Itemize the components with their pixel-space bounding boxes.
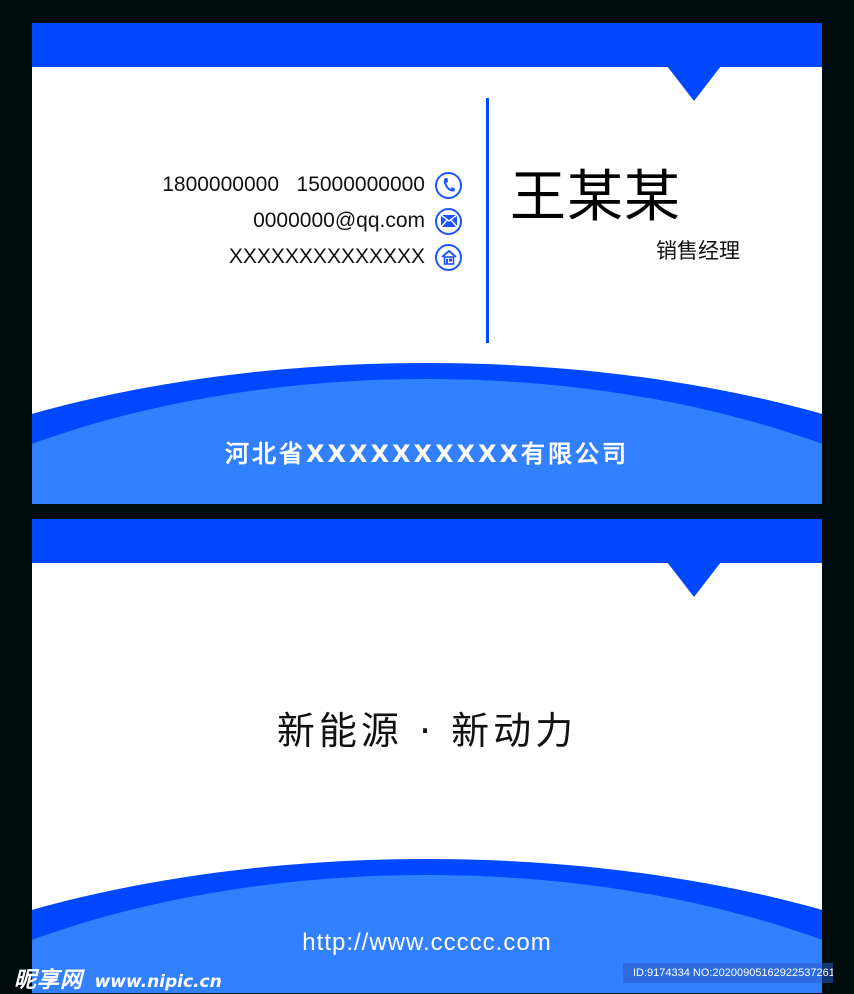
watermark-id: ID:9174334 NO:20200905162922537261 (623, 963, 833, 983)
phone-numbers: 1800000000 15000000000 (162, 173, 425, 196)
vertical-divider (486, 98, 489, 343)
envelope-icon (435, 207, 462, 235)
person-name: 王某某 (510, 165, 681, 230)
watermark-brand: 昵享网 (14, 968, 84, 993)
address-text: XXXXXXXXXXXXXX (228, 245, 425, 268)
contact-block: 1800000000 15000000000 0000000@qq.com XX… (162, 167, 462, 275)
business-card-front: 1800000000 15000000000 0000000@qq.com XX… (32, 23, 822, 504)
address-row: XXXXXXXXXXXXXX (162, 239, 462, 275)
business-card-back: 新能源 · 新动力 http://www.ccccc.com (32, 519, 822, 993)
watermark-logo: 昵享网 www.nipic.cn (14, 962, 222, 994)
company-name: 河北省XXXXXXXXXX有限公司 (224, 440, 630, 468)
phone-icon (435, 171, 462, 199)
triangle-notch (667, 562, 721, 597)
job-title: 销售经理 (656, 239, 740, 263)
top-band (32, 519, 822, 563)
watermark-site: www.nipic.cn (94, 972, 222, 992)
phone-row: 1800000000 15000000000 (162, 167, 462, 203)
top-band (32, 23, 822, 67)
home-icon (435, 243, 462, 271)
email-row: 0000000@qq.com (162, 203, 462, 239)
slogan: 新能源 · 新动力 (276, 709, 578, 753)
email-address: 0000000@qq.com (253, 209, 425, 232)
website-url: http://www.ccccc.com (302, 929, 552, 956)
triangle-notch (667, 66, 721, 101)
